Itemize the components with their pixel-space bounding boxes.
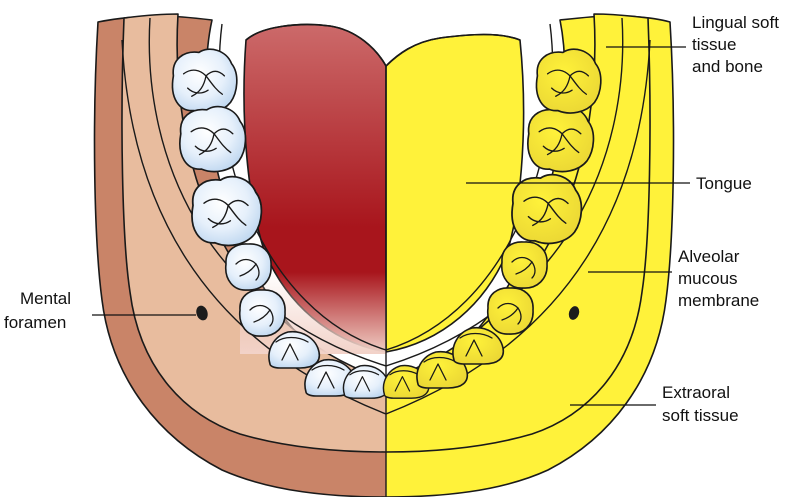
molar-left-1 bbox=[192, 177, 261, 246]
label-tongue: Tongue bbox=[696, 174, 752, 193]
molar-left-3 bbox=[172, 49, 236, 113]
molar-right-2 bbox=[528, 107, 594, 172]
molar-right-1 bbox=[512, 175, 581, 244]
label-mental-foramen: Mental foramen bbox=[4, 289, 76, 332]
premolar-right-2 bbox=[502, 242, 547, 288]
label-alveolar-mucous-membrane: Alveolar mucous membrane bbox=[678, 247, 759, 310]
premolar-right-1 bbox=[488, 288, 533, 334]
molar-right-3 bbox=[536, 49, 600, 113]
label-lingual-soft-tissue: Lingual soft tissue and bone bbox=[692, 13, 784, 76]
premolar-left-2 bbox=[226, 244, 271, 290]
molar-left-2 bbox=[180, 107, 246, 172]
premolar-left-1 bbox=[240, 290, 285, 336]
label-extraoral-soft-tissue: Extraoral soft tissue bbox=[662, 383, 739, 425]
